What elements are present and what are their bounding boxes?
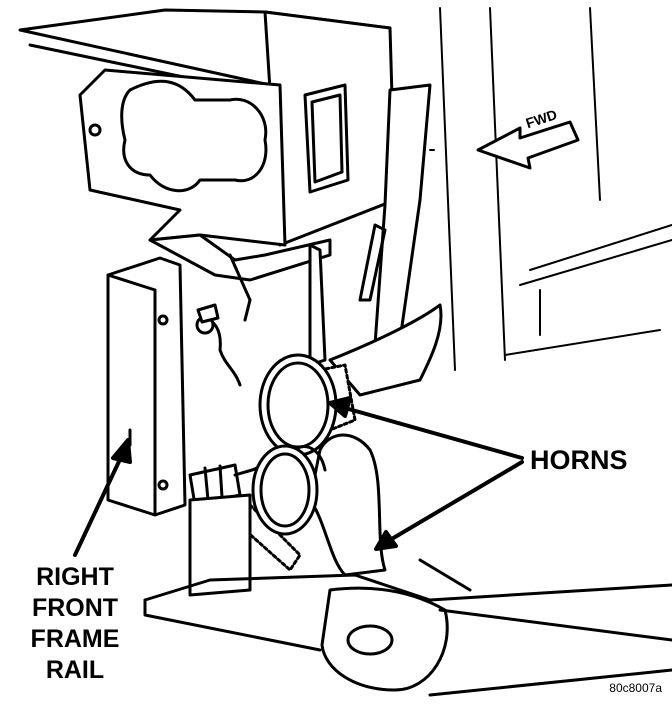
body-panel-lines bbox=[419, 7, 672, 371]
lower-frame-rail bbox=[143, 493, 672, 697]
forward-direction-arrow bbox=[476, 120, 580, 170]
horns-leader-arrows bbox=[328, 396, 524, 551]
rail-label-line-2: FRONT bbox=[31, 594, 119, 622]
mounting-bracket bbox=[78, 68, 332, 322]
rail-label-line-4: RAIL bbox=[45, 656, 105, 684]
horns-label: HORNS bbox=[530, 445, 628, 475]
rail-label-line-1: RIGHT bbox=[36, 563, 114, 591]
horn-wiring bbox=[188, 303, 267, 507]
rail-leader-arrow bbox=[73, 438, 132, 557]
frame-rail-block bbox=[106, 256, 187, 517]
lower-horn bbox=[243, 433, 387, 577]
upper-horn bbox=[258, 303, 443, 457]
figure-code: 80c8007a bbox=[609, 681, 662, 695]
support-strap bbox=[308, 83, 432, 367]
rail-label-line-3: FRAME bbox=[30, 625, 120, 653]
